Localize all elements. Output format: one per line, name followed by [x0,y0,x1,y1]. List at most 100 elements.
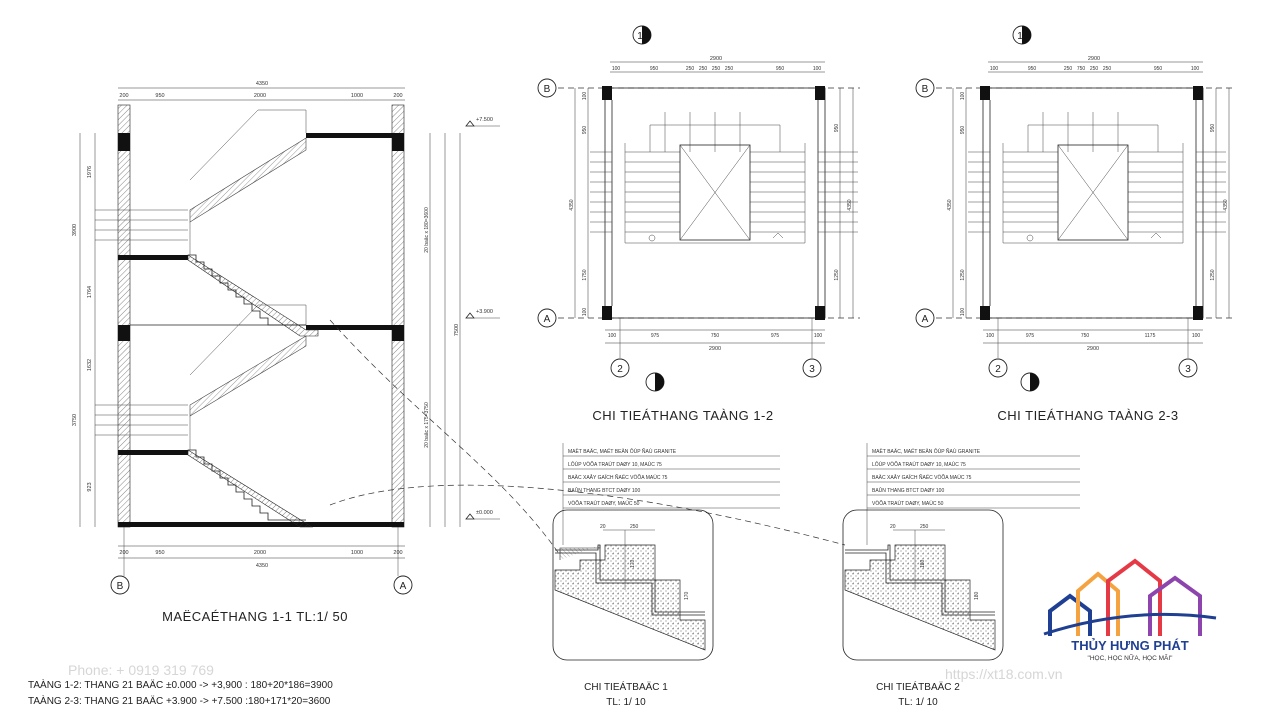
section-dim-left: 1632 [87,359,93,371]
footnote-floor-2-3: TAÀNG 2-3: THANG 21 BAÄC +3.900 -> +7.50… [28,694,331,707]
plan1-dim-bottom: 750 [711,333,720,339]
brand-logo: THỦY HƯNG PHÁT "HỌC, HỌC NỮA, HỌC MÃI" [1040,556,1220,676]
detail2-dim: 250 [920,524,929,530]
plan1-dim-bottom: 100 [608,333,617,339]
plan1-dim-top: 250 [686,66,695,72]
note-line: VÖÕA TRAÙT DAØY, MAÙC 50 [872,500,944,507]
plan1-axis-3: 3 [809,364,815,375]
section-dim-top: 1000 [351,93,363,99]
note-line: VÖÕA TRAÙT DAØY, MAÙC 50 [568,500,640,507]
plan2-dim-top: 100 [990,66,999,72]
plan1-dim-top-total: 2900 [710,56,722,62]
plan2-dim-bottom-total: 2900 [1087,346,1099,352]
section-dim-right: 20 baâc x 180=3600 [424,207,430,253]
plan1-dim-left: 100 [582,92,588,101]
plan1-axis-2: 2 [617,364,623,375]
section-dim-left: 3750 [72,414,78,426]
plan2-outline [982,87,1204,319]
svg-text:+3.900: +3.900 [476,309,493,315]
svg-text:±0.000: ±0.000 [476,510,493,516]
plan1-outline [604,87,826,319]
note-line: LÔÙP VÖÕA TRAÙT DAØY 10, MAÙC 75 [568,461,662,468]
plan2-dim-left: 100 [960,92,966,101]
section-dim-total-top: 4350 [256,81,268,87]
section-dim-bottom: 950 [155,550,164,556]
plan2-dim-bottom: 975 [1026,333,1035,339]
plan2-dim-right: 1250 [1210,269,1216,280]
plan1-dim-top: 950 [650,66,659,72]
plan2-dim-bottom: 750 [1081,333,1090,339]
plan2-dim-top: 100 [1191,66,1200,72]
brand-slogan: "HỌC, HỌC NỮA, HỌC MÃI" [1087,655,1173,662]
section-dim-right: 20 baâc x 175=3750 [424,402,430,448]
plan1-axis-b: B [544,84,551,95]
detail2-scale: TL: 1/ 10 [898,697,938,708]
plan1-dim-top: 100 [612,66,621,72]
detail1-dim: 250 [630,524,639,530]
detail2-dim: 180 [920,559,926,568]
plan2-axis-a: A [922,314,929,325]
brand-mark-icon [1043,558,1217,636]
plan2-dim-left: 100 [960,308,966,317]
plan1-dim-top: 250 [712,66,721,72]
plan1-dim-right: 4350 [847,199,853,210]
plan2-dim-left: 950 [960,126,966,135]
step-detail-1: 20 250 170 170 CHI TIEÁTBAÄC 1 TL: 1/ 10 [552,509,714,708]
plan2-dim-top: 950 [1154,66,1163,72]
plan1-dim-left: 1750 [582,269,588,280]
section-slab-ground [118,522,404,527]
note-line: BAÄC XAÂY GAÏCH ÑAËC VÖÕA MAÙC 75 [568,474,668,481]
watermark-phone: Phone: + 0919 319 769 [68,662,214,678]
plan1-dim-top: 250 [725,66,734,72]
plan2-dim-top: 750 [1077,66,1086,72]
step-detail-2: 20 250 180 180 CHI TIEÁTBAÄC 2 TL: 1/ 10 [842,509,1004,708]
plan2-treads [1002,112,1184,244]
note-line: BAÛN THANG BTCT DAØY 100 [568,487,640,494]
plan2-dim-top-total: 2900 [1088,56,1100,62]
svg-text:+7.500: +7.500 [476,117,493,123]
section-dim-left: 923 [87,482,93,491]
plan1-axis-a: A [544,314,551,325]
plan2-void [1057,144,1129,241]
plan1-dim-top: 250 [699,66,708,72]
note-line: BAÛN THANG BTCT DAØY 100 [872,487,944,494]
plan2-dim-top: 950 [1028,66,1037,72]
level-mark-mid: +3.900 [465,309,500,319]
section-slab-top [306,133,396,138]
detail-notes-2: MAËT BAÄC, MAËT BEÄN ÔÙP ÑAÙ GRANITE LÔÙ… [866,443,1080,545]
detail2-dim: 20 [890,524,896,530]
plan1-dim-bottom: 975 [651,333,660,339]
note-line: BAÄC XAÂY GAÏCH ÑAËC VÖÕA MAÙC 75 [872,474,972,481]
section-dim-bottom: 1000 [351,550,363,556]
plan2-axis-2: 2 [995,364,1001,375]
brand-name: THỦY HƯNG PHÁT [1071,638,1189,653]
plan2-dim-left: 4350 [947,199,953,210]
stair-section: 4350 200 950 2000 1000 200 [72,81,500,624]
detail-leader-1 [329,319,561,556]
plan2-title: CHI TIEÁTHANG TAÀNG 2-3 [997,408,1178,423]
detail1-dim: 170 [630,559,636,568]
plan2-axis-b: B [922,84,929,95]
watermark-url: https://xt18.com.vn [945,666,1063,682]
section-dim-left: 1976 [87,166,93,178]
level-mark-ground: ±0.000 [465,510,500,520]
section-dim-top: 950 [155,93,164,99]
plan2-cut-label: 1 [1017,31,1023,42]
plan1-dim-right: 1250 [834,269,840,280]
detail2-title: CHI TIEÁTBAÄC 2 [876,680,960,693]
plan1-dim-right: 950 [834,124,840,133]
level-mark-top: +7.500 [465,117,500,127]
section-dim-top: 2000 [254,93,266,99]
section-slab-mid [306,325,396,330]
note-line: LÔÙP VÖÕA TRAÙT DAØY 10, MAÙC 75 [872,461,966,468]
detail-leader-2 [329,484,846,546]
section-dim-top: 200 [393,93,402,99]
detail-notes-1: MAËT BAÄC, MAËT BEÄN ÔÙP ÑAÙ GRANITE LÔÙ… [562,443,780,545]
axis-label-b: B [117,581,124,592]
plan1-void [679,144,751,241]
plan1-title: CHI TIEÁTHANG TAÀNG 1-2 [592,408,773,423]
detail2-dim: 180 [974,591,980,600]
plan2-dim-top: 250 [1090,66,1099,72]
section-title: MAËCAÉTHANG 1-1 TL:1/ 50 [162,609,348,624]
